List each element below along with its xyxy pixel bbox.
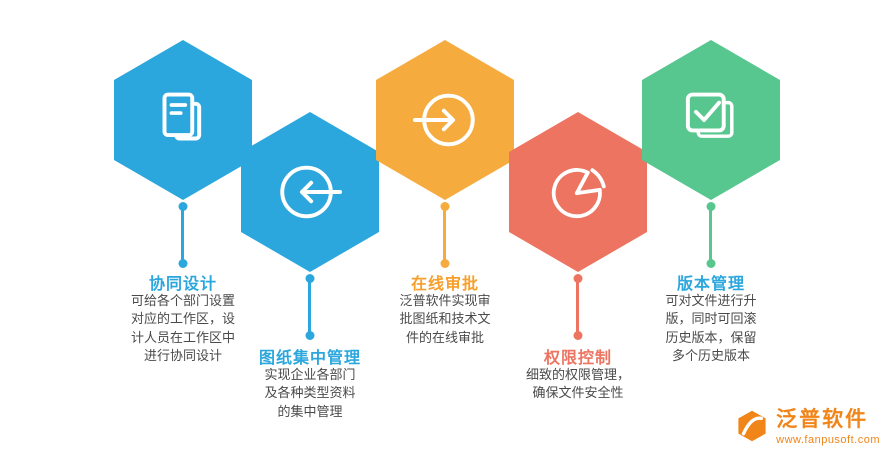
arrow-right-circle-icon (412, 93, 475, 147)
hexagon-tile-green (642, 40, 780, 200)
connector-line (308, 279, 311, 335)
documents-icon (162, 92, 202, 141)
logo-icon (738, 410, 766, 442)
hexagon-tile-blue (241, 112, 379, 272)
brand-name: 泛普软件 (776, 407, 869, 431)
connector-line (181, 207, 184, 263)
brand: 泛普软件 www.fanpusoft.com (735, 408, 880, 446)
arrow-left-circle-icon (280, 165, 343, 219)
brand-text: 泛普软件 www.fanpusoft.com (776, 408, 880, 446)
connector-line (709, 207, 712, 263)
feature-description: 可给各个部门设置 对应的工作区，设 计人员在工作区中 进行协同设计 (130, 293, 235, 364)
connector-line (576, 279, 579, 335)
pie-disc-icon (551, 168, 606, 219)
connector-line (443, 207, 446, 263)
feature-description: 可对文件进行升 版，同时可回滚 历史版本，保留 多个历史版本 (665, 293, 757, 364)
check-square-icon (685, 92, 734, 138)
feature-title: 协同设计 (148, 276, 217, 293)
feature-description: 实现企业各部门 及各种类型资料 的集中管理 (264, 367, 356, 419)
brand-url: www.fanpusoft.com (776, 434, 880, 446)
feature-description: 泛普软件实现审 批图纸和技术文 件的在线审批 (399, 293, 491, 345)
hexagon-tile-blue (114, 40, 252, 200)
feature-description: 细致的权限管理， 确保文件安全性 (525, 367, 630, 401)
hexagon-tile-red (509, 112, 647, 272)
feature-title: 图纸集中管理 (258, 350, 361, 367)
feature-title: 权限控制 (543, 350, 612, 367)
feature-title: 在线审批 (410, 276, 479, 293)
hexagon-tile-orange (376, 40, 514, 200)
feature-title: 版本管理 (676, 276, 745, 293)
